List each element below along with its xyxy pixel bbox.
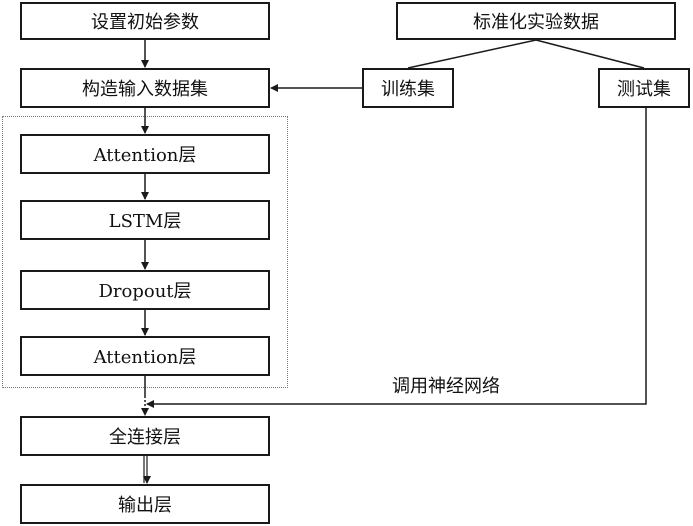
init-params-node: 设置初始参数 bbox=[20, 2, 270, 40]
line-normalized-to-training bbox=[407, 39, 537, 69]
invoke-network-label: 调用神经网络 bbox=[392, 376, 500, 397]
dropout-layer-node: Dropout层 bbox=[20, 270, 270, 310]
output-layer-node: 输出层 bbox=[20, 484, 270, 524]
lstm-layer-node: LSTM层 bbox=[20, 200, 270, 240]
build-dataset-node: 构造输入数据集 bbox=[20, 68, 270, 108]
attention-layer-2-node: Attention层 bbox=[20, 336, 270, 376]
attention-layer-1-node: Attention层 bbox=[20, 134, 270, 174]
line-normalized-to-test bbox=[535, 39, 645, 69]
fully-connected-layer-node: 全连接层 bbox=[20, 416, 270, 456]
training-set-node: 训练集 bbox=[362, 68, 454, 108]
test-set-node: 测试集 bbox=[598, 68, 690, 108]
normalized-data-node: 标准化实验数据 bbox=[396, 2, 676, 40]
arrow-test-to-network bbox=[146, 108, 647, 408]
